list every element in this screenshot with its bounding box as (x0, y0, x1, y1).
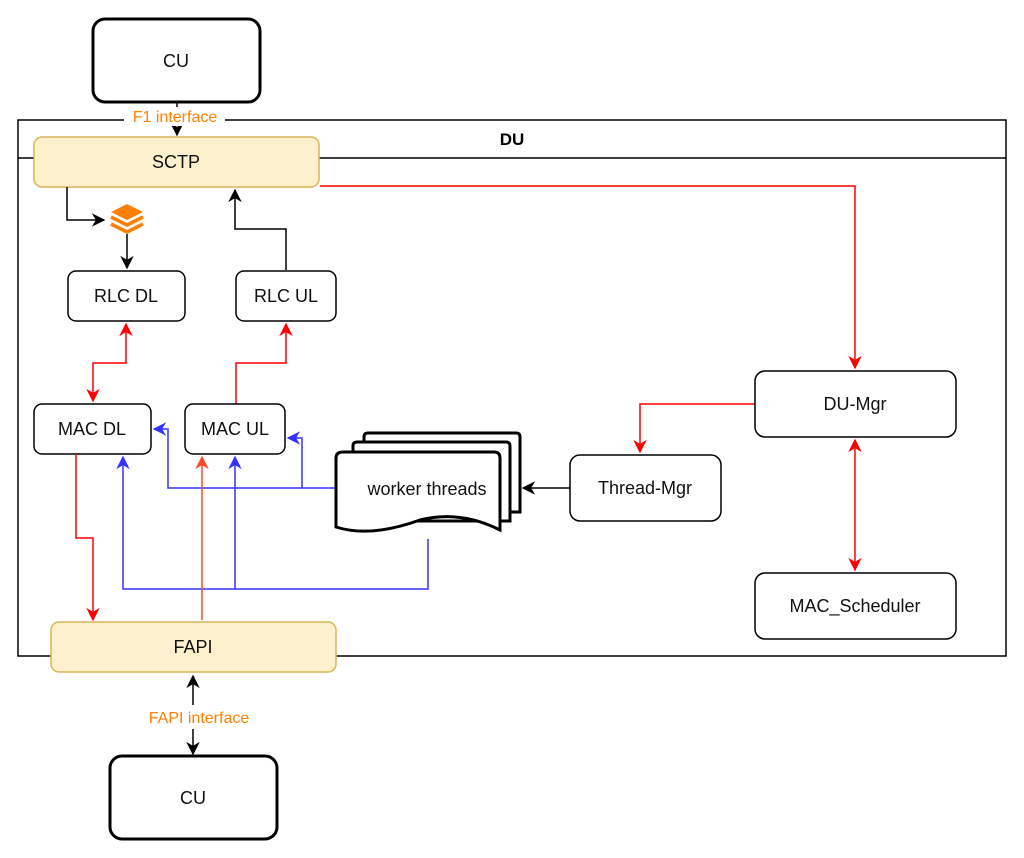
du-mgr-node[interactable]: DU-Mgr (754, 370, 957, 438)
mac-dl-label: MAC DL (58, 419, 126, 439)
mac-scheduler-node[interactable]: MAC_Scheduler (754, 572, 957, 640)
sctp-label: SCTP (152, 152, 200, 172)
f1-interface-label: F1 interface (133, 109, 218, 126)
mac-scheduler-label: MAC_Scheduler (789, 596, 920, 617)
rlc-ul-label: RLC UL (254, 286, 318, 306)
cu-bottom-label: CU (180, 788, 206, 808)
cu-bottom-node[interactable]: CU (108, 754, 279, 841)
rlc-dl-label: RLC DL (94, 286, 158, 306)
edge-mac-dl-to-fapi (75, 454, 100, 622)
edge-rlc-dl-mac-dl (86, 322, 133, 403)
edge-worker-to-mac-ul-side (286, 431, 303, 488)
du-mgr-label: DU-Mgr (824, 394, 887, 414)
du-container-title: DU (500, 130, 525, 149)
f1-label-bg (124, 108, 225, 126)
cu-top-label: CU (163, 51, 189, 71)
thread-mgr-label: Thread-Mgr (598, 478, 692, 498)
fapi-node[interactable]: FAPI (50, 621, 337, 673)
rlc-ul-node[interactable]: RLC UL (235, 270, 337, 322)
edge-worker-to-mac-dl-side (152, 422, 336, 489)
mac-ul-node[interactable]: MAC UL (184, 403, 286, 455)
edge-worker-to-mac-dl-bottom (116, 455, 429, 590)
sctp-node[interactable]: SCTP (33, 136, 320, 188)
mac-ul-label: MAC UL (201, 419, 269, 439)
edge-rlc-ul-to-sctp (228, 188, 287, 270)
edge-du-mgr-to-thread-mgr (633, 403, 755, 454)
edge-mac-ul-to-rlc-ul (235, 322, 293, 404)
worker-threads-node[interactable]: worker threads (334, 431, 522, 533)
rlc-dl-node[interactable]: RLC DL (67, 270, 186, 322)
mac-dl-node[interactable]: MAC DL (33, 403, 152, 455)
fapi-interface-label: FAPI interface (149, 710, 250, 727)
edge-sctp-to-queue (66, 187, 106, 227)
fapi-label: FAPI (173, 637, 212, 657)
thread-mgr-node[interactable]: Thread-Mgr (569, 454, 722, 522)
worker-threads-label: worker threads (366, 479, 486, 499)
cu-top-node[interactable]: CU (91, 17, 262, 104)
layers-icon (110, 204, 144, 234)
edge-sctp-to-du-mgr (320, 185, 862, 370)
